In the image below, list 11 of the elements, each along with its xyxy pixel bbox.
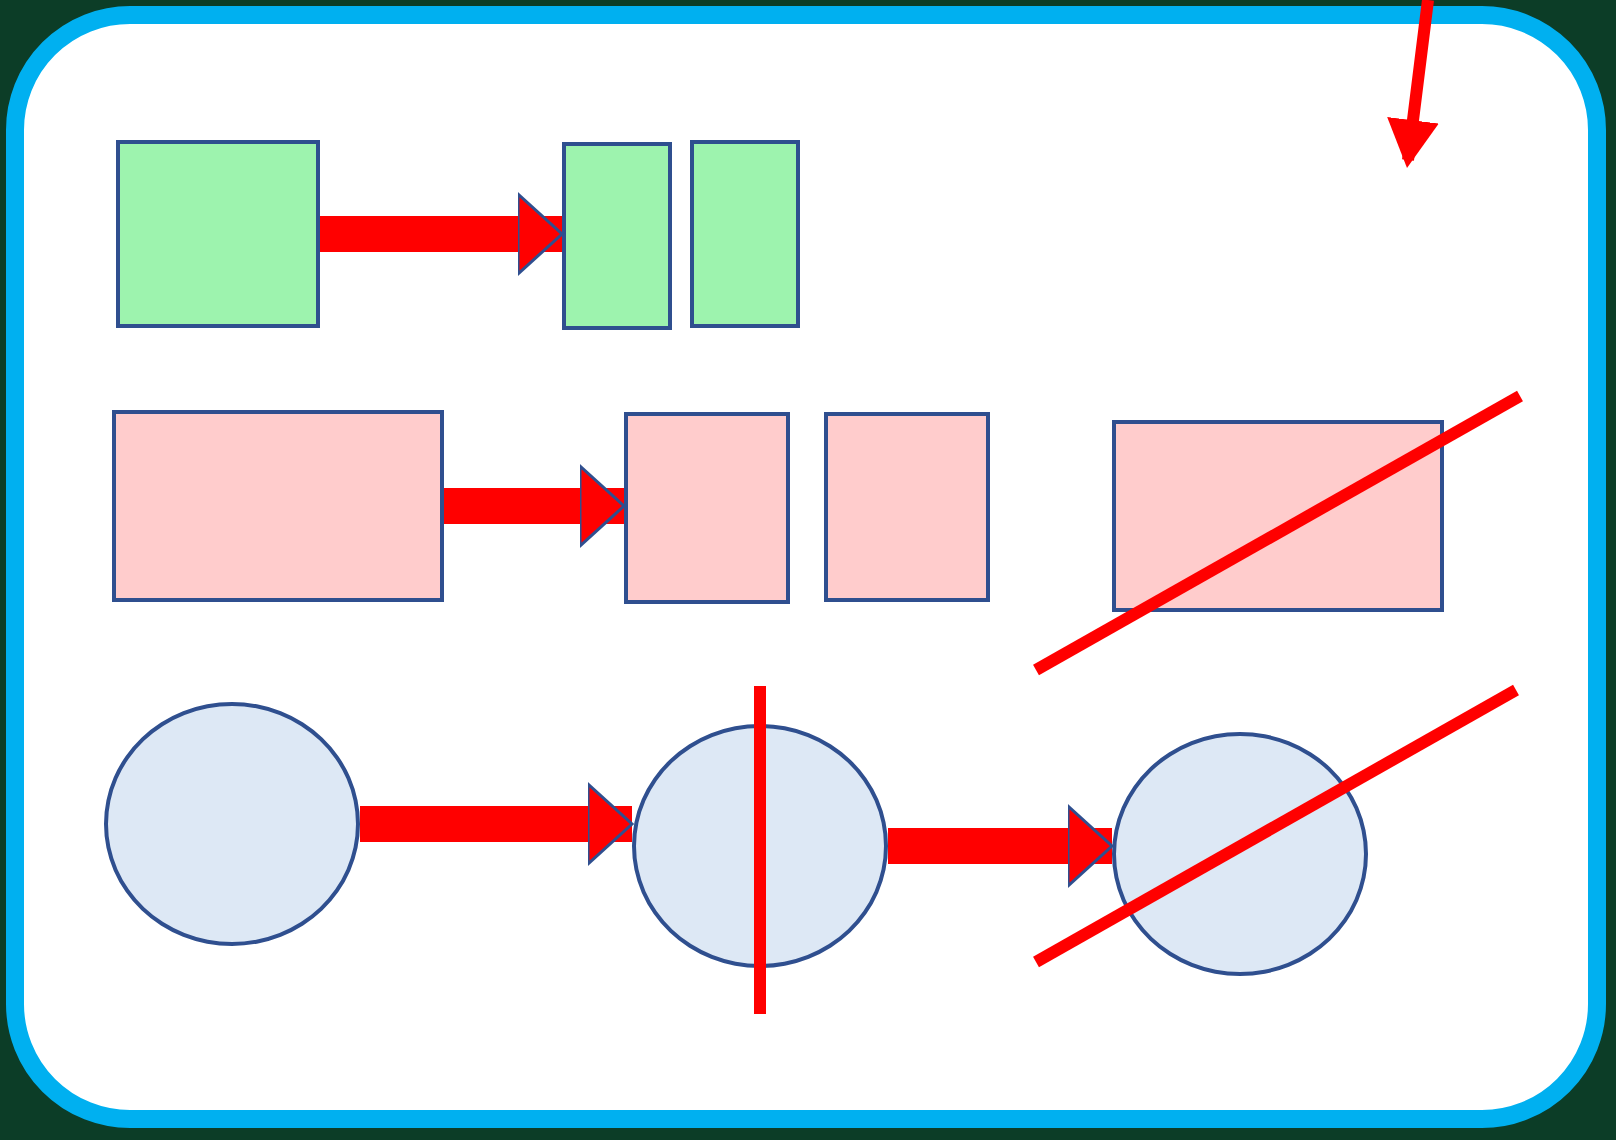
arrow: [320, 192, 564, 276]
rectangle-shape: [624, 412, 790, 604]
rectangle-shape: [824, 412, 990, 602]
arrow: [444, 464, 626, 548]
rectangle-shape: [1112, 420, 1444, 612]
rectangle-shape: [562, 142, 672, 330]
arrow: [360, 782, 634, 866]
arrow: [888, 804, 1114, 888]
rectangle-shape: [116, 140, 320, 328]
rectangle-shape: [690, 140, 800, 328]
rectangle-shape: [112, 410, 444, 602]
